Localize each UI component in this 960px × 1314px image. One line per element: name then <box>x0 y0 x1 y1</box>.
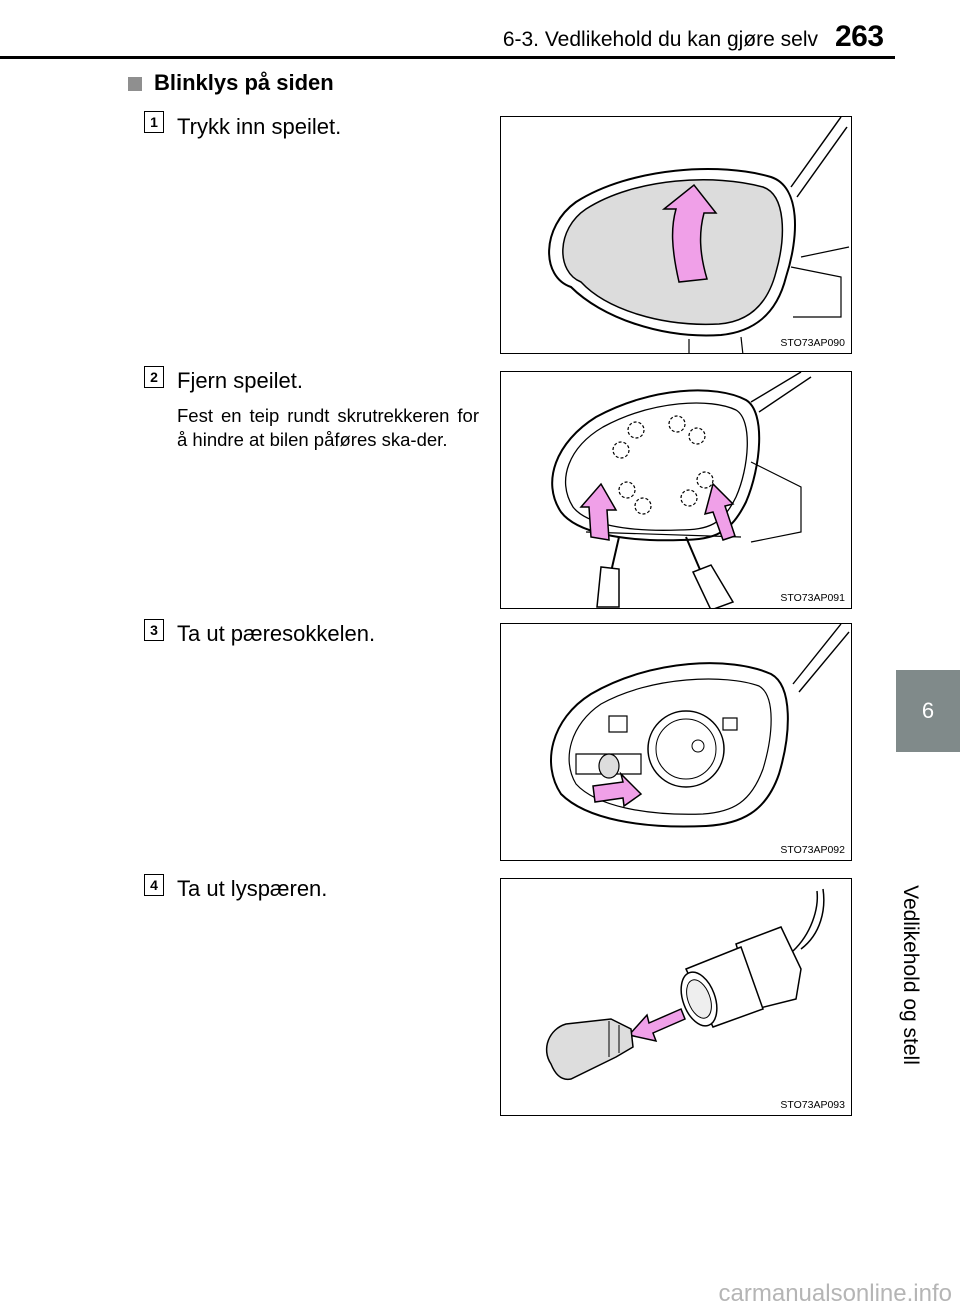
chapter-title: 6-3. Vedlikehold du kan gjøre selv <box>502 28 818 51</box>
chapter-tab-number: 6 <box>921 698 935 723</box>
figure-code-1: STO73AP090 <box>780 337 845 349</box>
mirror-press-illustration <box>548 117 850 353</box>
mirror-remove-illustration <box>551 372 812 608</box>
watermark: carmanualsonline.info <box>718 1280 952 1307</box>
figure-remove-bulb: STO73AP093 <box>500 878 852 1116</box>
figure-code-4: STO73AP093 <box>780 1099 845 1111</box>
step-text-4: Ta ut lyspæren. <box>177 876 328 901</box>
step-number-2: 2 <box>144 366 164 388</box>
square-bullet-icon <box>128 77 142 91</box>
step-text-3: Ta ut pæresokkelen. <box>177 621 376 646</box>
section-heading: Blinklys på siden <box>128 70 334 96</box>
step-text-1: Trykk inn speilet. <box>177 114 342 139</box>
figure-remove-bulb-socket: STO73AP092 <box>500 623 852 861</box>
step-number-1: 1 <box>144 111 164 133</box>
figure-remove-mirror: STO73AP091 <box>500 371 852 609</box>
step-number-4: 4 <box>144 874 164 896</box>
socket-removal-illustration <box>550 624 850 828</box>
step-text-2: Fjern speilet. <box>177 368 303 393</box>
figure-code-2: STO73AP091 <box>780 592 845 604</box>
section-heading-text: Blinklys på siden <box>154 70 334 95</box>
chapter-tab: 6 <box>896 670 960 752</box>
page-number: 263 <box>835 20 884 53</box>
step-number-3: 3 <box>144 619 164 641</box>
step-note-2: Fest en teip rundt skrutrekkeren for å h… <box>177 405 479 450</box>
header-rule <box>0 56 895 59</box>
figure-code-3: STO73AP092 <box>780 844 845 856</box>
figure-press-mirror: STO73AP090 <box>500 116 852 354</box>
bulb-removal-illustration <box>545 888 825 1081</box>
